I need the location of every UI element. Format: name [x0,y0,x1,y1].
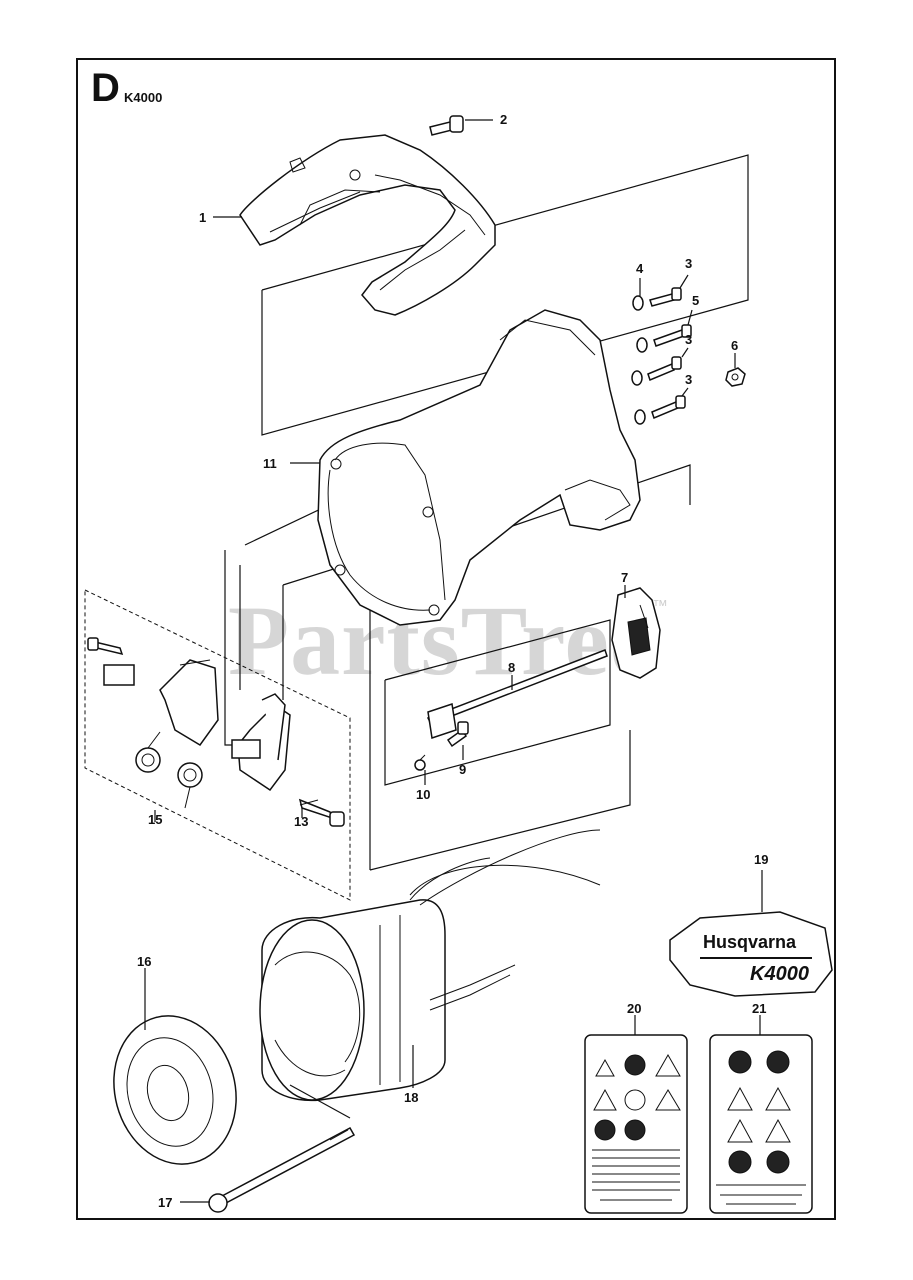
part-washers-screws [631,287,746,425]
decal-model: K4000 [750,963,809,985]
leader-lines [144,119,763,1203]
part-label-21 [709,1034,813,1214]
callout-18: 18 [404,1090,418,1105]
callout-13: 13 [294,814,308,829]
part-screw-9 [446,721,469,748]
part-bolt [208,1126,356,1213]
callout-6: 6 [731,338,738,353]
part-brush-assembly-15 [87,637,219,809]
diagram-frame [76,58,836,1220]
group-outline-brushes [84,589,351,901]
callout-21: 21 [752,1001,766,1016]
callout-19: 19 [754,852,768,867]
callout-20: 20 [627,1001,641,1016]
group-outline-upper [261,154,749,436]
section-letter: D [91,66,120,110]
callout-9: 9 [459,762,466,777]
callout-8: 8 [508,660,515,675]
callout-7: 7 [621,570,628,585]
part-switch [611,587,661,679]
callout-2: 2 [500,112,507,127]
callout-3c: 3 [685,372,692,387]
part-motor-housing [317,309,641,626]
callout-17: 17 [158,1195,172,1210]
callout-10: 10 [416,787,430,802]
callout-11: 11 [263,456,277,471]
callout-1: 1 [199,210,206,225]
part-disc [113,1015,237,1165]
callout-3a: 3 [685,256,692,271]
callout-16: 16 [137,954,151,969]
group-outline-switch [384,619,611,786]
part-label-20 [584,1034,688,1214]
part-decal-19: Husqvarna K4000 [669,911,833,997]
callout-labels: 1 2 3 3 3 4 5 6 7 8 9 10 11 13 15 16 17 … [137,112,768,1210]
callout-15: 15 [148,812,162,827]
callout-5: 5 [692,293,699,308]
part-rod [426,649,608,739]
callout-4: 4 [636,261,644,276]
part-clip-10 [414,754,426,771]
part-handle-cover [239,134,496,316]
part-brush-holder-13 [231,693,345,827]
model-label: K4000 [124,90,163,105]
decal-brand: Husqvarna [703,932,797,952]
callout-3b: 3 [685,332,692,347]
group-outline-wires [369,730,631,871]
part-screw-2 [429,115,464,136]
part-stator [259,829,601,1102]
watermark-trademark: ™ [652,598,668,615]
